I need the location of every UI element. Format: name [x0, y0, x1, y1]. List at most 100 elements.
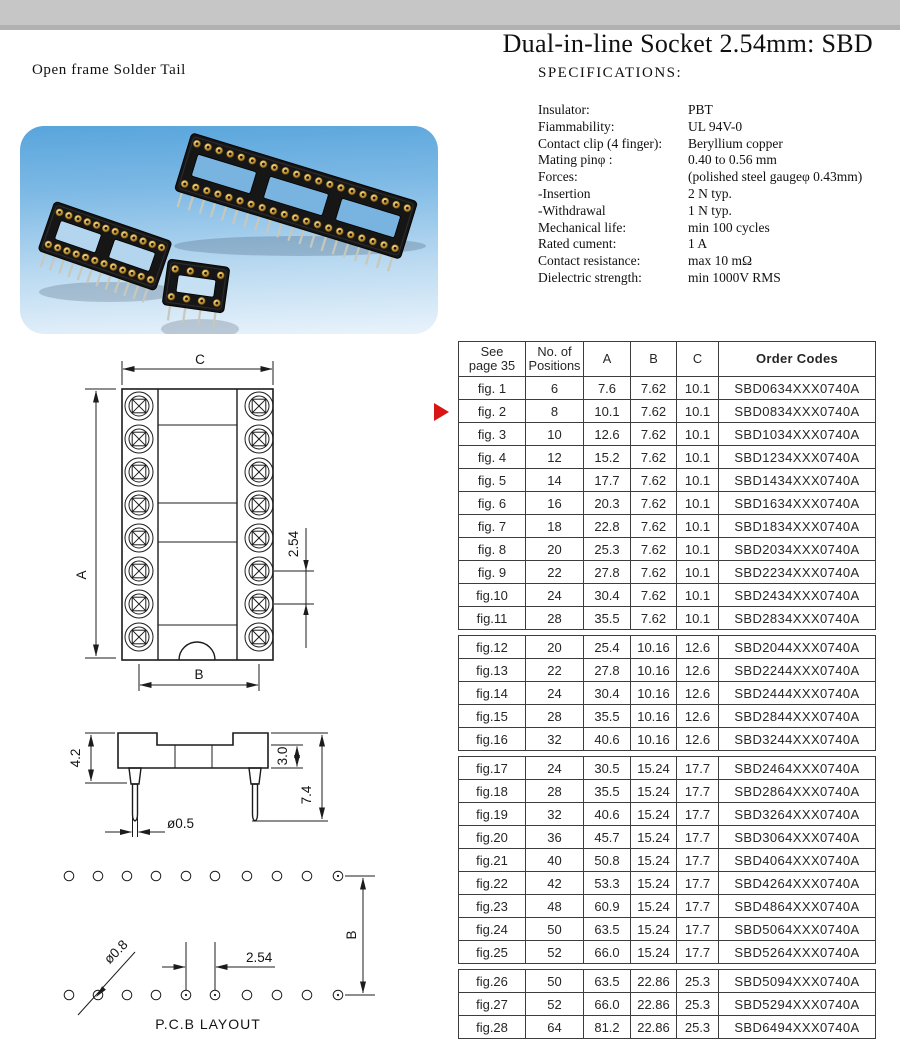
- positions-cell: 24: [525, 681, 584, 705]
- spec-value: min 1000V RMS: [688, 269, 781, 285]
- dim-b-cell: 10.16: [630, 681, 677, 705]
- positions-cell: 24: [525, 756, 584, 780]
- dim-b-cell: 7.62: [630, 514, 677, 538]
- dim-a-cell: 66.0: [583, 940, 631, 964]
- order-code-cell: SBD0834XXX0740A: [718, 399, 876, 423]
- dim-b-cell: 7.62: [630, 468, 677, 492]
- order-code-cell: SBD5264XXX0740A: [718, 940, 876, 964]
- dim-b-cell: 7.62: [630, 491, 677, 515]
- dim-b-cell: 10.16: [630, 635, 677, 659]
- dim-c-cell: 25.3: [676, 992, 719, 1016]
- fig-cell: fig. 7: [458, 514, 526, 538]
- dim-label-b: B: [194, 667, 203, 682]
- dim-a-cell: 50.8: [583, 848, 631, 872]
- fig-cell: fig. 8: [458, 537, 526, 561]
- spec-label: Mechanical life:: [538, 219, 627, 235]
- spec-value: Beryllium copper: [688, 135, 783, 151]
- positions-cell: 28: [525, 779, 584, 803]
- dim-c-cell: 17.7: [676, 894, 719, 918]
- spec-item: Rated cument:1 A: [538, 236, 888, 253]
- order-code-cell: SBD5064XXX0740A: [718, 917, 876, 941]
- dim-label-pitch: 2.54: [286, 530, 301, 557]
- order-code-cell: SBD5094XXX0740A: [718, 969, 876, 993]
- dim-c-cell: 12.6: [676, 704, 719, 728]
- dim-a-cell: 81.2: [583, 1015, 631, 1039]
- pcb-holes: [63, 870, 344, 1001]
- dim-a-cell: 12.6: [583, 422, 631, 446]
- column-header: B: [630, 341, 677, 377]
- fig-cell: fig.14: [458, 681, 526, 705]
- order-code-cell: SBD4264XXX0740A: [718, 871, 876, 895]
- spec-label: Fiammability:: [538, 118, 615, 134]
- dim-a-cell: 53.3: [583, 871, 631, 895]
- pcb-layout-caption: P.C.B LAYOUT: [155, 1016, 261, 1032]
- dim-a-cell: 22.8: [583, 514, 631, 538]
- dim-a-cell: 45.7: [583, 825, 631, 849]
- dim-a-cell: 10.1: [583, 399, 631, 423]
- spec-label: -Withdrawal: [538, 202, 606, 218]
- fig-cell: fig. 3: [458, 422, 526, 446]
- dim-b-cell: 7.62: [630, 399, 677, 423]
- spec-item: Mating pinφ :0.40 to 0.56 mm: [538, 152, 888, 169]
- page-title: Dual-in-line Socket 2.54mm: SBD: [502, 29, 873, 58]
- dim-a-cell: 7.6: [583, 376, 631, 400]
- order-code-cell: SBD4864XXX0740A: [718, 894, 876, 918]
- order-code-cell: SBD1634XXX0740A: [718, 491, 876, 515]
- positions-cell: 24: [525, 583, 584, 607]
- positions-cell: 14: [525, 468, 584, 492]
- dim-b-cell: 15.24: [630, 779, 677, 803]
- fig-cell: fig. 2: [458, 399, 526, 423]
- dim-c-cell: 25.3: [676, 969, 719, 993]
- positions-cell: 64: [525, 1015, 584, 1039]
- order-code-cell: SBD6494XXX0740A: [718, 1015, 876, 1039]
- dim-b-cell: 15.24: [630, 940, 677, 964]
- spec-label: -Insertion: [538, 185, 591, 201]
- fig-cell: fig.22: [458, 871, 526, 895]
- dim-c-cell: 25.3: [676, 1015, 719, 1039]
- dim-b-cell: 15.24: [630, 894, 677, 918]
- fig-cell: fig.16: [458, 727, 526, 751]
- order-code-cell: SBD3064XXX0740A: [718, 825, 876, 849]
- dim-b-cell: 10.16: [630, 727, 677, 751]
- dim-c-cell: 10.1: [676, 537, 719, 561]
- dim-label-hole-pitch: 2.54: [246, 950, 273, 965]
- column-header: A: [583, 341, 631, 377]
- order-code-cell: SBD1034XXX0740A: [718, 422, 876, 446]
- dim-b-cell: 7.62: [630, 606, 677, 630]
- order-code-cell: SBD2844XXX0740A: [718, 704, 876, 728]
- spec-item: Dielectric strength:min 1000V RMS: [538, 270, 888, 287]
- dim-a-cell: 25.4: [583, 635, 631, 659]
- fig-cell: fig.23: [458, 894, 526, 918]
- spec-label: Forces:: [538, 169, 578, 185]
- fig-cell: fig.19: [458, 802, 526, 826]
- order-code-cell: SBD3264XXX0740A: [718, 802, 876, 826]
- order-code-cell: SBD2864XXX0740A: [718, 779, 876, 803]
- dim-b-cell: 15.24: [630, 825, 677, 849]
- dim-b-cell: 15.24: [630, 848, 677, 872]
- dim-b-cell: 22.86: [630, 969, 677, 993]
- positions-cell: 32: [525, 727, 584, 751]
- positions-cell: 22: [525, 658, 584, 682]
- dim-a-cell: 40.6: [583, 727, 631, 751]
- positions-cell: 28: [525, 606, 584, 630]
- spec-value: 1 N typ.: [688, 202, 732, 218]
- dim-b-cell: 7.62: [630, 537, 677, 561]
- dim-label-a: A: [74, 570, 89, 579]
